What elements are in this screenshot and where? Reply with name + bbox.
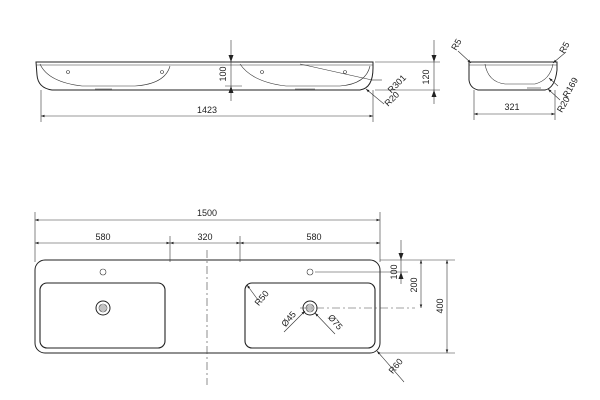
plan-left-basin <box>39 282 166 349</box>
plan-left-tap-hole <box>99 268 107 276</box>
front-radius-large-label: R301 <box>386 73 408 95</box>
plan-left-basin-label: 580 <box>95 232 110 242</box>
front-radius-small-label: R20 <box>383 90 402 109</box>
side-depth-label: 321 <box>504 102 519 112</box>
plan-drain-offset-label: 200 <box>409 277 419 292</box>
front-left-basin-profile <box>39 63 171 87</box>
plan-middle-label: 320 <box>197 232 212 242</box>
front-hole-2 <box>160 70 164 74</box>
front-length-label: 1423 <box>197 105 217 115</box>
front-radius-leader <box>299 63 373 81</box>
side-outer-profile <box>468 61 558 91</box>
front-elevation-view: 1423 100 120 R301 R20 <box>35 40 440 122</box>
plan-tap-offset-label: 100 <box>389 264 399 279</box>
plan-outer-radius-label: R60 <box>387 357 405 376</box>
front-hole-4 <box>343 70 347 74</box>
plan-left-drain <box>95 300 111 316</box>
front-hole-1 <box>66 70 70 74</box>
plan-right-tap-hole <box>306 268 314 276</box>
side-radius-top-left-label: R5 <box>449 37 463 52</box>
plan-view: 1500 580 320 580 100 200 400 R50 Ø45 Ø75… <box>34 208 455 385</box>
side-section-view: R5 R5 R169 R20 321 <box>449 37 580 120</box>
front-depth-label: 100 <box>218 66 228 81</box>
front-height-label: 120 <box>421 69 431 84</box>
plan-width-label: 400 <box>435 298 445 313</box>
front-right-basin-profile <box>239 63 371 87</box>
plan-outer-outline <box>34 259 381 354</box>
front-hole-3 <box>260 70 264 74</box>
side-basin-profile <box>484 63 554 85</box>
front-outer-profile <box>35 61 374 91</box>
side-radius-top-right-label: R5 <box>557 40 571 55</box>
plan-total-length-label: 1500 <box>197 208 217 218</box>
plan-right-basin-label: 580 <box>306 232 321 242</box>
